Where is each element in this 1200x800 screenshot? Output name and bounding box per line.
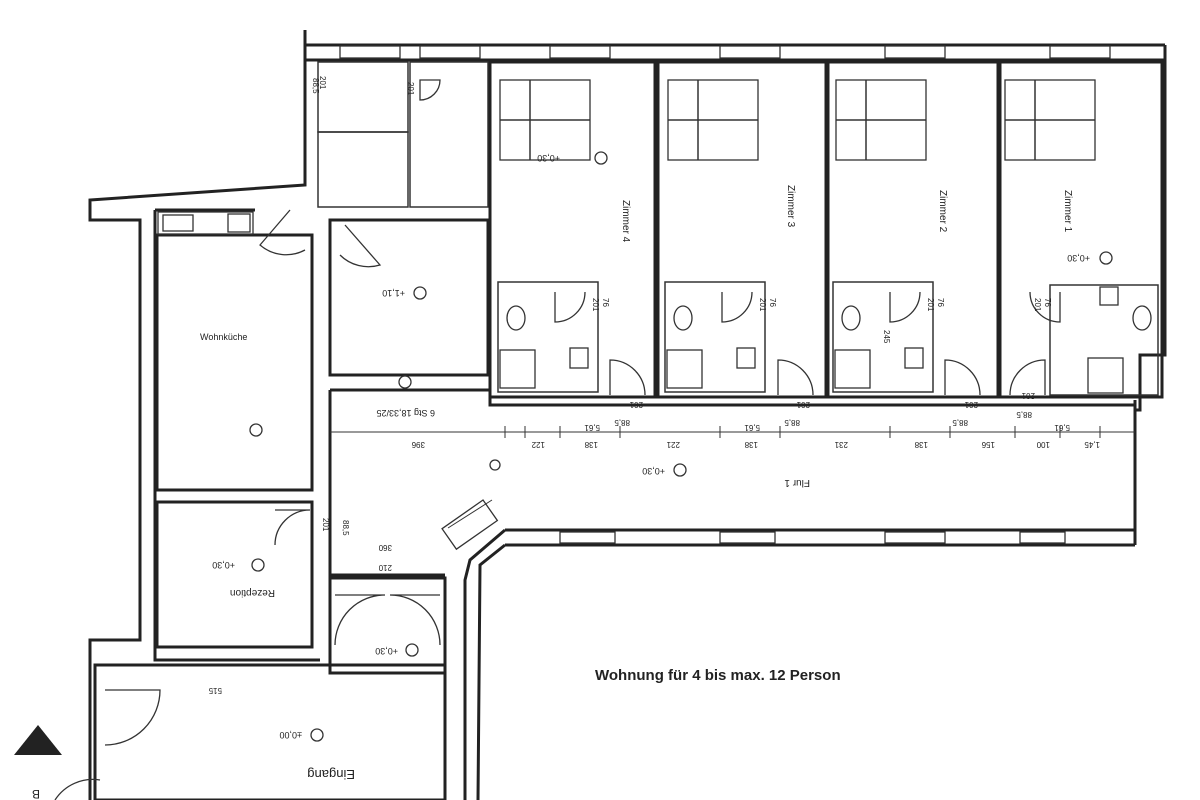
door-width-label: 88,5 bbox=[341, 520, 350, 536]
dim-label: 221 bbox=[666, 440, 680, 449]
dim-label: 156 bbox=[981, 440, 995, 449]
dim-label: 138 bbox=[584, 440, 598, 449]
dim-label: 210 bbox=[378, 563, 392, 572]
stair-symbol bbox=[441, 499, 499, 551]
level-vestibule: +0,30 bbox=[375, 646, 398, 656]
stair-label: 6 Stg 18,33/25 bbox=[376, 408, 435, 418]
dim-label: 100 bbox=[1036, 440, 1050, 449]
dim-label: 396 bbox=[411, 440, 425, 449]
door-width-label: 88,5 bbox=[614, 418, 630, 427]
level-markers bbox=[249, 151, 1113, 742]
room-label-zimmer4: Zimmer 4 bbox=[620, 200, 631, 243]
section-marker-label: B bbox=[32, 787, 40, 800]
bath-door-label: 76 bbox=[1043, 298, 1052, 307]
dim-label: 231 bbox=[834, 440, 848, 449]
dim-label: 5,61 bbox=[744, 423, 760, 432]
dim-label: 360 bbox=[378, 543, 392, 552]
level-storage: +1,10 bbox=[382, 288, 405, 298]
dim-label: 1,45 bbox=[1084, 440, 1100, 449]
dim-label: 5,61 bbox=[584, 423, 600, 432]
door-width-label: 88,5 bbox=[1016, 410, 1032, 419]
level-flur: +0,30 bbox=[642, 466, 665, 476]
sanitary-fixtures bbox=[157, 211, 1152, 394]
room-label-flur: Flur 1 bbox=[784, 477, 810, 488]
door-height-label: 201 bbox=[406, 82, 415, 96]
bath-door-label: 76 bbox=[768, 298, 777, 307]
outer-walls bbox=[88, 30, 1167, 800]
bath-door-label: 76 bbox=[936, 298, 945, 307]
door-height-label: 201 bbox=[796, 400, 810, 409]
door-width-label: 88,5 bbox=[784, 418, 800, 427]
room-label-zimmer3: Zimmer 3 bbox=[785, 185, 796, 228]
dim-label: 515 bbox=[208, 686, 222, 695]
level-rezeption: +0,30 bbox=[212, 560, 235, 570]
dim-label: 138 bbox=[744, 440, 758, 449]
door-height-label: 201 bbox=[318, 76, 327, 90]
room-label-wohnkuche: Wohnküche bbox=[200, 332, 247, 342]
bath-height-label: 201 bbox=[1033, 298, 1042, 312]
door-height-label: 201 bbox=[1021, 391, 1035, 400]
bath-height-label: 201 bbox=[926, 298, 935, 312]
level-zimmer1: +0,30 bbox=[1067, 253, 1090, 263]
bath-height-label: 201 bbox=[758, 298, 767, 312]
dim-label: 122 bbox=[531, 440, 545, 449]
bath-height-label: 201 bbox=[591, 298, 600, 312]
beds bbox=[499, 79, 1096, 161]
door-height-label: 201 bbox=[629, 400, 643, 409]
plan-caption: Wohnung für 4 bis max. 12 Person bbox=[595, 667, 841, 684]
bath-door-label: 76 bbox=[601, 298, 610, 307]
dim-label: 138 bbox=[914, 440, 928, 449]
door-width-label: 88,5 bbox=[311, 78, 320, 94]
room-label-rezeption: Rezeption bbox=[230, 587, 275, 598]
room-label-eingang: Eingang bbox=[307, 767, 355, 782]
dim-label: 5,61 bbox=[1054, 423, 1070, 432]
door-width-label: 88,5 bbox=[952, 418, 968, 427]
level-zimmer4: +0,30 bbox=[537, 153, 560, 163]
door-height-label: 201 bbox=[964, 400, 978, 409]
dim-label: 245 bbox=[882, 330, 891, 344]
interior-walls bbox=[93, 60, 1164, 800]
dimension-chain bbox=[330, 426, 1135, 438]
room-label-zimmer2: Zimmer 2 bbox=[937, 190, 948, 233]
doors bbox=[54, 79, 1061, 800]
door-height-label: 201 bbox=[321, 518, 330, 532]
level-eingang: ±0,00 bbox=[280, 730, 302, 740]
room-label-zimmer1: Zimmer 1 bbox=[1062, 190, 1073, 233]
section-marker-icon bbox=[14, 725, 62, 755]
